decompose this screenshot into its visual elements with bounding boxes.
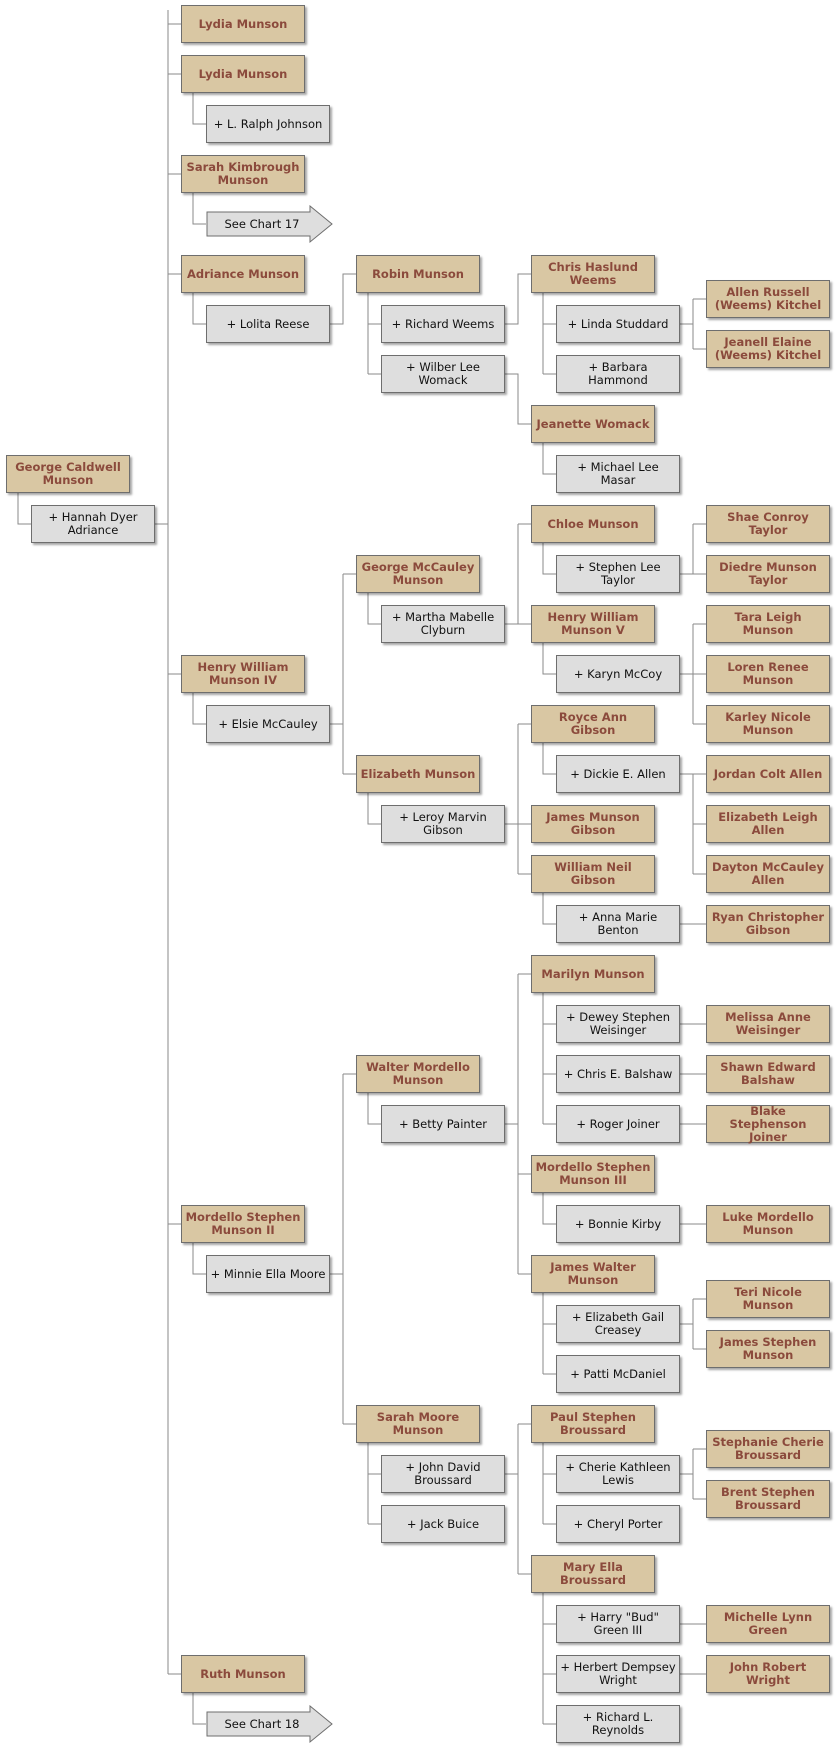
spouse-robin-2: + Wilber Lee Womack <box>381 355 505 393</box>
person-henry-v: Henry William Munson V <box>531 605 655 643</box>
person-c6: Mordello Stephen Munson II <box>181 1205 305 1243</box>
spouse-marilyn-1: + Dewey Stephen Weisinger <box>556 1005 680 1043</box>
chart-reference-arrow[interactable]: See Chart 17 <box>206 205 334 244</box>
spouse-c5: + Elsie McCauley <box>206 705 330 743</box>
spouse-chris-1: + Linda Studdard <box>556 305 680 343</box>
spouse-mary-2: + Herbert Dempsey Wright <box>556 1655 680 1693</box>
person-elizabeth-leigh: Elizabeth Leigh Allen <box>706 805 830 843</box>
spouse-henry-v: + Karyn McCoy <box>556 655 680 693</box>
person-mary: Mary Ella Broussard <box>531 1555 655 1593</box>
person-chloe: Chloe Munson <box>531 505 655 543</box>
person-michelle: Michelle Lynn Green <box>706 1605 830 1643</box>
person-stephanie: Stephanie Cherie Broussard <box>706 1430 830 1468</box>
person-walter: Walter Mordello Munson <box>356 1055 480 1093</box>
person-shae: Shae Conroy Taylor <box>706 505 830 543</box>
spouse-c2: + L. Ralph Johnson <box>206 105 330 143</box>
spouse-marilyn-2: + Chris E. Balshaw <box>556 1055 680 1093</box>
person-c1: Lydia Munson <box>181 5 305 43</box>
person-james-munson-gibson: James Munson Gibson <box>531 805 655 843</box>
spouse-marilyn-3: + Roger Joiner <box>556 1105 680 1143</box>
person-c3: Sarah Kimbrough Munson <box>181 155 305 193</box>
person-james-walter: James Walter Munson <box>531 1255 655 1293</box>
person-melissa: Melissa Anne Weisinger <box>706 1005 830 1043</box>
person-sarah-moore: Sarah Moore Munson <box>356 1405 480 1443</box>
spouse-mordello-iii: + Bonnie Kirby <box>556 1205 680 1243</box>
spouse-root: + Hannah Dyer Adriance <box>31 505 155 543</box>
person-william-neil: William Neil Gibson <box>531 855 655 893</box>
chart-reference-arrow[interactable]: See Chart 18 <box>206 1705 334 1744</box>
person-luke: Luke Mordello Munson <box>706 1205 830 1243</box>
spouse-paul-2: + Cheryl Porter <box>556 1505 680 1543</box>
person-jeanell: Jeanell Elaine (Weems) Kitchel <box>706 330 830 368</box>
person-john-robert: John Robert Wright <box>706 1655 830 1693</box>
person-allen-russell: Allen Russell (Weems) Kitchel <box>706 280 830 318</box>
person-chris: Chris Haslund Weems <box>531 255 655 293</box>
spouse-jeanette: + Michael Lee Masar <box>556 455 680 493</box>
spouse-james-walter-2: + Patti McDaniel <box>556 1355 680 1393</box>
person-c4: Adriance Munson <box>181 255 305 293</box>
person-royce: Royce Ann Gibson <box>531 705 655 743</box>
person-teri: Teri Nicole Munson <box>706 1280 830 1318</box>
person-root: George Caldwell Munson <box>6 455 130 493</box>
spouse-chloe: + Stephen Lee Taylor <box>556 555 680 593</box>
spouse-william-neil: + Anna Marie Benton <box>556 905 680 943</box>
spouse-sarah-moore-1: + John David Broussard <box>381 1455 505 1493</box>
person-george-mccauley: George McCauley Munson <box>356 555 480 593</box>
person-karley: Karley Nicole Munson <box>706 705 830 743</box>
person-c5: Henry William Munson IV <box>181 655 305 693</box>
person-james-stephen: James Stephen Munson <box>706 1330 830 1368</box>
person-tara: Tara Leigh Munson <box>706 605 830 643</box>
person-ryan: Ryan Christopher Gibson <box>706 905 830 943</box>
person-brent: Brent Stephen Broussard <box>706 1480 830 1518</box>
person-paul: Paul Stephen Broussard <box>531 1405 655 1443</box>
person-jeanette: Jeanette Womack <box>531 405 655 443</box>
person-shawn: Shawn Edward Balshaw <box>706 1055 830 1093</box>
spouse-elizabeth: + Leroy Marvin Gibson <box>381 805 505 843</box>
person-c2: Lydia Munson <box>181 55 305 93</box>
person-blake: Blake Stephenson Joiner <box>706 1104 830 1143</box>
spouse-c4: + Lolita Reese <box>206 305 330 343</box>
person-robin: Robin Munson <box>356 255 480 293</box>
spouse-walter: + Betty Painter <box>381 1105 505 1143</box>
spouse-mary-1: + Harry "Bud" Green III <box>556 1605 680 1643</box>
spouse-chris-2: + Barbara Hammond <box>556 355 680 393</box>
spouse-royce: + Dickie E. Allen <box>556 755 680 793</box>
spouse-george-mccauley: + Martha Mabelle Clyburn <box>381 605 505 643</box>
person-elizabeth: Elizabeth Munson <box>356 755 480 793</box>
person-mordello-iii: Mordello Stephen Munson III <box>531 1155 655 1193</box>
spouse-james-walter-1: + Elizabeth Gail Creasey <box>556 1305 680 1343</box>
spouse-c6: + Minnie Ella Moore <box>206 1255 330 1293</box>
person-dayton: Dayton McCauley Allen <box>706 855 830 893</box>
person-marilyn: Marilyn Munson <box>531 955 655 993</box>
person-loren: Loren Renee Munson <box>706 655 830 693</box>
person-c7: Ruth Munson <box>181 1655 305 1693</box>
spouse-paul-1: + Cherie Kathleen Lewis <box>556 1455 680 1493</box>
person-diedre: Diedre Munson Taylor <box>706 555 830 593</box>
chart-reference-label: See Chart 17 <box>224 217 300 231</box>
spouse-mary-3: + Richard L. Reynolds <box>556 1705 680 1743</box>
spouse-sarah-moore-2: + Jack Buice <box>381 1505 505 1543</box>
spouse-robin-1: + Richard Weems <box>381 305 505 343</box>
person-jordan: Jordan Colt Allen <box>706 755 830 793</box>
chart-reference-label: See Chart 18 <box>224 1717 300 1731</box>
